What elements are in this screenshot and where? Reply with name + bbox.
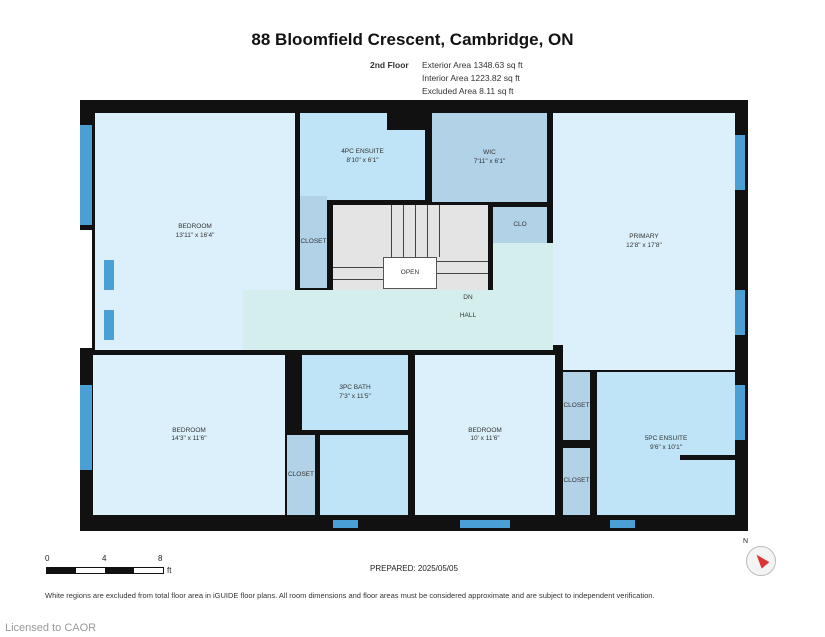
prepared-date: PREPARED: 2025/05/05 [370, 564, 458, 573]
stair-down-label: DN [463, 294, 473, 301]
room-clo: CLO [493, 207, 547, 243]
interior-area: Interior Area 1223.82 sq ft [422, 73, 520, 83]
room-dim: 7'3" x 11'5" [339, 392, 371, 400]
room-label: HALL [459, 312, 477, 320]
scale-unit: ft [167, 566, 172, 575]
room-label: 3PC BATH [339, 384, 371, 392]
room-dim: 7'11" x 6'1" [473, 157, 506, 165]
compass-icon [746, 546, 776, 576]
floor-name: 2nd Floor [370, 60, 409, 70]
license-watermark: Licensed to CAOR [5, 622, 97, 634]
compass-north: N [743, 538, 749, 545]
hall-extension [493, 243, 553, 293]
room-label: PRIMARY [629, 233, 659, 241]
room-hall: DN HALL [243, 290, 553, 350]
scale-tick-0: 0 [45, 554, 50, 563]
room-dim: 9'6" x 10'1" [649, 443, 683, 451]
room-label: CLOSET [563, 477, 590, 485]
room-dim: 10' x 11'6" [470, 435, 500, 442]
room-dim: 8'10" x 6'1" [346, 156, 379, 164]
room-label: BEDROOM [172, 426, 206, 434]
room-label: CLO [513, 220, 527, 228]
room-closet-4: CLOSET [563, 448, 590, 515]
room-dim: 14'3" x 11'6" [171, 435, 207, 442]
room-label: 4PC ENSUITE [341, 148, 384, 156]
room-closet-3: CLOSET [563, 372, 590, 440]
room-unlabeled [320, 435, 408, 515]
room-dim: 13'11" x 16'4" [175, 231, 215, 239]
room-dim: 12'8" x 17'8" [626, 241, 662, 249]
room-label: CLOSET [563, 401, 590, 409]
exterior-area: Exterior Area 1348.63 sq ft [422, 60, 523, 70]
room-label: OPEN [400, 268, 420, 276]
room-label: CLOSET [300, 237, 327, 245]
page-title: 88 Bloomfield Crescent, Cambridge, ON [251, 30, 574, 49]
footnote: White regions are excluded from total fl… [45, 591, 655, 600]
room-closet-1: CLOSET [300, 196, 327, 288]
staircase: OPEN [333, 205, 488, 290]
room-label: 5PC ENSUITE [644, 435, 688, 443]
stair-opening: OPEN [383, 257, 437, 289]
room-label: WIC [483, 149, 496, 157]
scale-tick-4: 4 [102, 554, 107, 563]
scale-tick-8: 8 [158, 554, 163, 563]
room-label: CLOSET [287, 470, 314, 478]
room-closet-2: CLOSET [287, 435, 315, 515]
scale-bar [46, 567, 164, 574]
room-label: BEDROOM [468, 426, 502, 434]
excluded-area: Excluded Area 8.11 sq ft [422, 86, 514, 96]
room-label: BEDROOM [178, 223, 212, 231]
